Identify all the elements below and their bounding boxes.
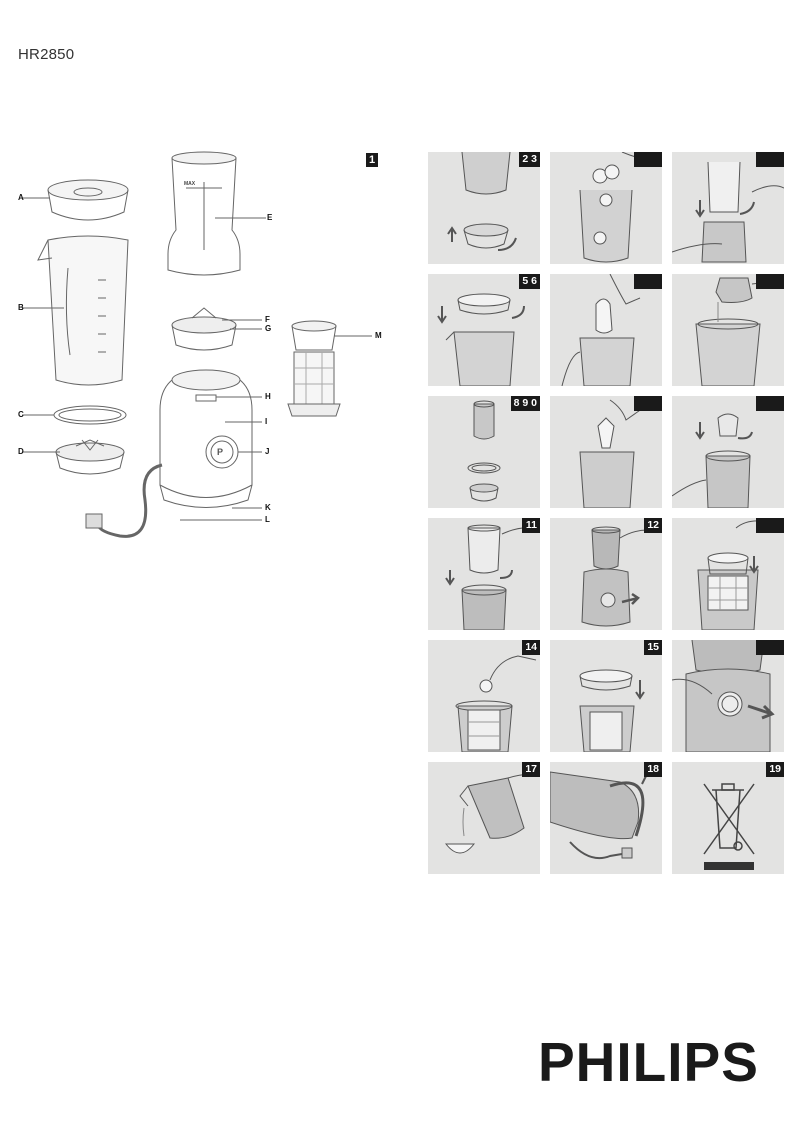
figure-number-badge: 1: [366, 153, 379, 167]
step-panel: 15: [550, 640, 662, 752]
step-illustration: [561, 274, 641, 386]
step-panel: 19: [672, 762, 784, 874]
step-panel: 17: [428, 762, 540, 874]
part-label-b: B: [18, 303, 24, 312]
step-number-badge: [756, 396, 784, 411]
step-number-badge: 2 3: [519, 152, 540, 167]
step-illustration: [672, 413, 753, 508]
appliance-parts-illustration: [22, 151, 372, 538]
step-panel: [672, 518, 784, 630]
step-number-badge: 11: [522, 518, 540, 533]
step-panel: 12: [550, 518, 662, 630]
model-number: HR2850: [18, 46, 75, 63]
step-number-badge: 5 6: [519, 274, 540, 289]
step-number-badge: [634, 396, 662, 411]
step-illustration: [455, 655, 537, 752]
step-panel: [672, 640, 784, 752]
parts-overview-diagram: 1 A B C D E F G H I J K L M P MAX: [0, 140, 400, 560]
step-illustration: [437, 293, 525, 386]
part-label-c: C: [18, 410, 24, 419]
step-illustration: [445, 524, 540, 630]
step-panel: [672, 152, 784, 264]
step-panel: 2 3: [428, 152, 540, 264]
step-panel: 11: [428, 518, 540, 630]
step-number-badge: [634, 274, 662, 289]
step-illustration: [447, 152, 517, 251]
step-number-badge: [756, 152, 784, 167]
part-label-h: H: [265, 392, 271, 401]
step-illustration: [550, 771, 647, 860]
step-panel: [672, 274, 784, 386]
power-button-letter: P: [217, 447, 224, 457]
step-number-badge: [756, 640, 784, 655]
step-panel: 18: [550, 762, 662, 874]
step-illustration: [579, 669, 645, 752]
step-number-badge: 15: [644, 640, 662, 655]
part-label-m: M: [375, 331, 382, 340]
step-illustration: [579, 152, 661, 263]
step-panel: [550, 152, 662, 264]
step-illustration: [695, 277, 784, 386]
part-label-e: E: [267, 213, 273, 222]
step-number-badge: [634, 152, 662, 167]
philips-logo: PHILIPS: [538, 1031, 759, 1093]
part-label-j: J: [265, 447, 270, 456]
part-label-a: A: [18, 193, 24, 202]
part-label-k: K: [265, 503, 271, 512]
max-mark: MAX: [184, 181, 196, 187]
part-label-l: L: [265, 515, 270, 524]
step-number-badge: 17: [522, 762, 540, 777]
step-illustration: [444, 773, 540, 854]
step-number-badge: 12: [644, 518, 662, 533]
step-panel: 5 6: [428, 274, 540, 386]
step-illustration: [581, 526, 662, 627]
step-illustration: [672, 161, 784, 263]
step-number-badge: 18: [644, 762, 662, 777]
part-label-d: D: [18, 447, 24, 456]
step-illustration: [467, 400, 501, 502]
step-panel: [550, 274, 662, 386]
step-number-badge: 19: [766, 762, 784, 777]
step-number-badge: [756, 274, 784, 289]
part-label-i: I: [265, 417, 268, 426]
step-number-badge: [756, 518, 784, 533]
step-illustration: [672, 640, 775, 752]
step-panel: 8 9 0: [428, 396, 540, 508]
part-label-f: F: [265, 315, 270, 324]
step-panel: [672, 396, 784, 508]
step-illustration: [697, 520, 769, 630]
part-label-g: G: [265, 324, 272, 333]
step-panel: [550, 396, 662, 508]
step-panel: 14: [428, 640, 540, 752]
crossed-out-bin-icon: [703, 783, 755, 870]
step-number-badge: 8 9 0: [510, 396, 540, 411]
step-illustration: [579, 399, 647, 508]
step-number-badge: 14: [522, 640, 540, 655]
